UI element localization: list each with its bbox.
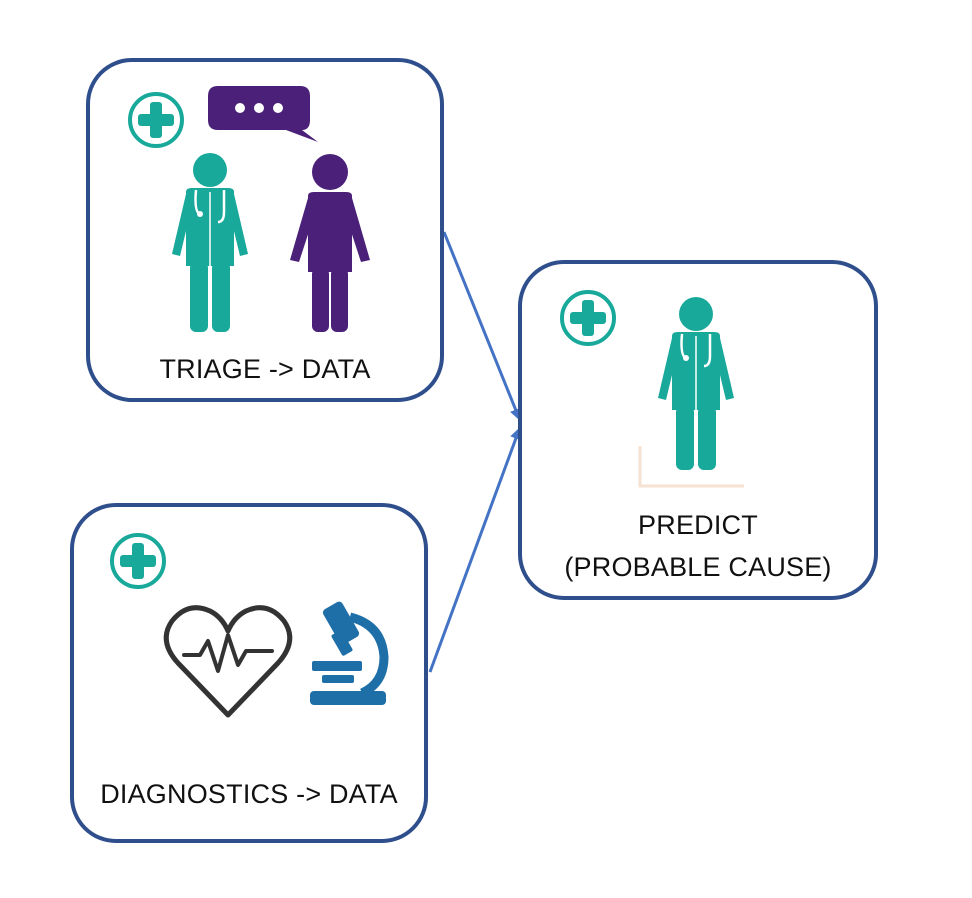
microscope-icon [310, 601, 389, 705]
triage-node: TRIAGE -> DATA [86, 58, 444, 402]
heart-pulse-icon [163, 605, 293, 718]
triage-illustration [128, 86, 370, 332]
edge-triage-to-predict [442, 231, 522, 421]
medical-cross-icon [560, 290, 616, 346]
doctor-icon [658, 297, 734, 470]
edge-diagnostics-to-predict [428, 427, 522, 673]
patient-icon [290, 154, 370, 332]
medical-cross-icon [128, 92, 184, 148]
podium-outline [638, 446, 744, 488]
doctor-icon [172, 153, 248, 332]
triage-label: TRIAGE -> DATA [159, 354, 371, 384]
diagnostics-node: DIAGNOSTICS -> DATA [70, 503, 428, 843]
predict-label-line1: PREDICT [638, 510, 758, 540]
predict-node: PREDICT (PROBABLE CAUSE) [518, 260, 878, 600]
predict-illustration [560, 290, 744, 488]
medical-cross-icon [110, 533, 166, 589]
predict-label: PREDICT (PROBABLE CAUSE) [522, 504, 874, 588]
speech-bubble-icon [208, 86, 318, 142]
diagnostics-label: DIAGNOSTICS -> DATA [100, 779, 398, 809]
diagnostics-illustration [110, 533, 389, 718]
predict-label-line2: (PROBABLE CAUSE) [564, 552, 832, 582]
